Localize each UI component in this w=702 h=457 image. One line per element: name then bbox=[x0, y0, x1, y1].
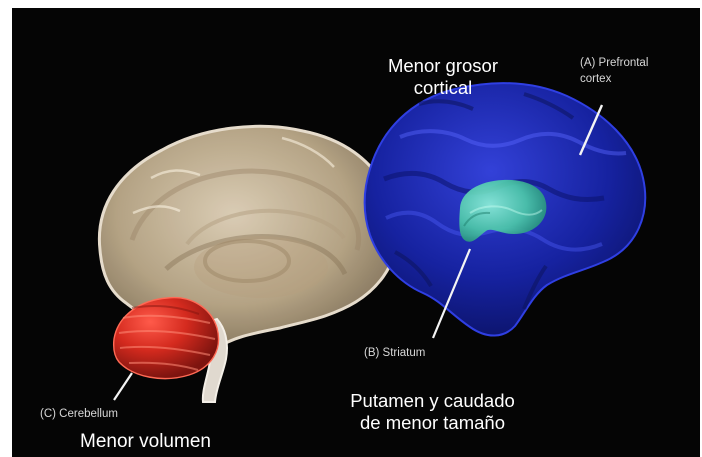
cortical-thickness-label-line-2: cortical bbox=[368, 77, 518, 99]
cortical-thickness-label: Menor grosor cortical bbox=[368, 55, 518, 99]
striatum-label: (B) Striatum bbox=[364, 345, 425, 361]
putamen-caudate-label: Putamen y caudado de menor tamaño bbox=[330, 390, 535, 434]
volume-label: Menor volumen bbox=[80, 431, 290, 453]
putamen-caudate-label-line-1: Putamen y caudado bbox=[330, 390, 535, 412]
cerebellum-pointer-line bbox=[114, 373, 132, 400]
brain-figure: Menor grosor cortical (A) Prefrontal cor… bbox=[12, 8, 700, 457]
cerebellum-model bbox=[114, 298, 219, 379]
prefrontal-label-line-1: (A) Prefrontal bbox=[580, 55, 648, 71]
putamen-caudate-label-line-2: de menor tamaño bbox=[330, 412, 535, 434]
cerebellum-label: (C) Cerebellum bbox=[40, 406, 118, 422]
prefrontal-label-line-2: cortex bbox=[580, 71, 648, 87]
cortical-thickness-label-line-1: Menor grosor bbox=[368, 55, 518, 77]
prefrontal-label: (A) Prefrontal cortex bbox=[580, 55, 648, 87]
